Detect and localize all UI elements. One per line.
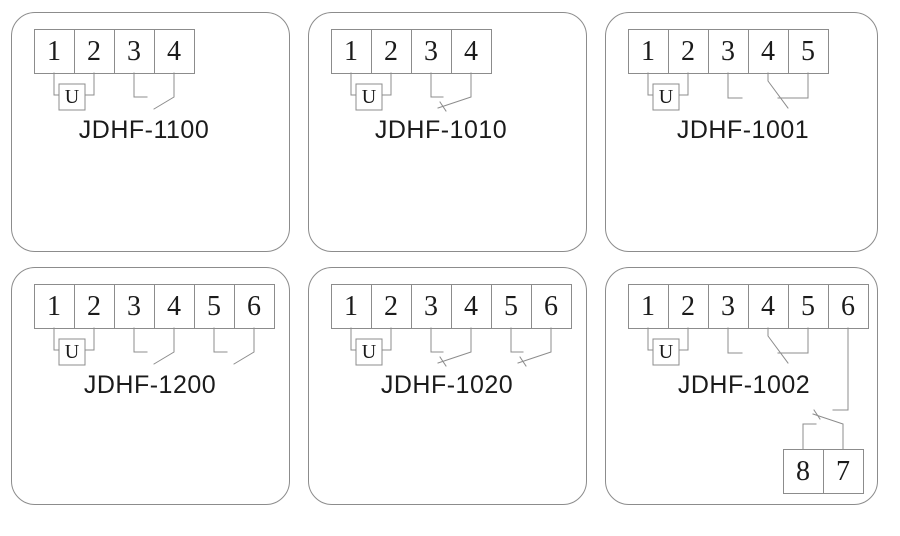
terminal-number-5: 5 [504, 291, 518, 322]
terminal-number-1: 1 [344, 36, 358, 67]
terminal-number-3: 3 [721, 291, 735, 322]
model-label-3: JDHF-1001 [676, 116, 810, 144]
contact-normally-closed [430, 327, 472, 367]
contact-changeover [727, 72, 809, 109]
coil-leads [350, 327, 392, 351]
contact-normally-open [133, 327, 175, 365]
terminal-number-2: 2 [384, 291, 398, 322]
terminal-number-5: 5 [801, 291, 815, 322]
terminal-number-1: 1 [47, 291, 61, 322]
model-label-1: JDHF-1100 [78, 116, 210, 144]
terminal-number-1: 1 [641, 291, 655, 322]
contact-changeover2-fixed [802, 423, 817, 450]
terminal-number-3: 3 [127, 291, 141, 322]
coil-box [355, 338, 383, 366]
contact-changeover2-blade [812, 409, 844, 450]
terminal-number-1: 1 [641, 36, 655, 67]
aux-terminal-number-8: 8 [796, 456, 810, 487]
coil-label: U [362, 341, 377, 363]
contact-normally-open [133, 72, 175, 110]
terminal-number-6: 6 [544, 291, 558, 322]
coil-box [58, 83, 86, 111]
terminal-number-1: 1 [47, 36, 61, 67]
terminal-number-2: 2 [681, 36, 695, 67]
terminal-number-4: 4 [464, 36, 478, 67]
contact-changeover [727, 327, 809, 364]
aux-terminal-number-7: 7 [836, 456, 850, 487]
terminal-number-2: 2 [681, 291, 695, 322]
terminal-number-4: 4 [167, 36, 181, 67]
coil-label: U [659, 341, 674, 363]
coil-box [355, 83, 383, 111]
contact-normally-closed [430, 72, 472, 112]
coil-box [652, 83, 680, 111]
terminal-number-5: 5 [801, 36, 815, 67]
terminal-number-2: 2 [87, 291, 101, 322]
terminal-number-2: 2 [384, 36, 398, 67]
coil-label: U [659, 86, 674, 108]
terminal-number-3: 3 [127, 36, 141, 67]
coil-leads [647, 327, 689, 351]
coil-label: U [65, 341, 80, 363]
terminal-number-2: 2 [87, 36, 101, 67]
terminal-number-6: 6 [841, 291, 855, 322]
terminal-number-4: 4 [464, 291, 478, 322]
terminal-number-3: 3 [721, 36, 735, 67]
coil-label: U [65, 86, 80, 108]
contact-changeover2-common [832, 327, 849, 411]
coil-leads [647, 72, 689, 96]
model-label-2: JDHF-1010 [374, 116, 508, 144]
terminal-number-3: 3 [424, 36, 438, 67]
model-label-5: JDHF-1020 [380, 371, 514, 399]
terminal-number-5: 5 [207, 291, 221, 322]
model-label-6: JDHF-1002 [677, 371, 811, 399]
terminal-number-4: 4 [761, 36, 775, 67]
contact-normally-open [213, 327, 255, 365]
coil-leads [53, 327, 95, 351]
coil-leads [350, 72, 392, 96]
coil-leads [53, 72, 95, 96]
coil-box [58, 338, 86, 366]
terminal-number-4: 4 [167, 291, 181, 322]
model-label-4: JDHF-1200 [83, 371, 217, 399]
coil-label: U [362, 86, 377, 108]
terminal-number-1: 1 [344, 291, 358, 322]
terminal-number-4: 4 [761, 291, 775, 322]
coil-box [652, 338, 680, 366]
terminal-number-3: 3 [424, 291, 438, 322]
contact-normally-closed [510, 327, 552, 367]
terminal-number-6: 6 [247, 291, 261, 322]
